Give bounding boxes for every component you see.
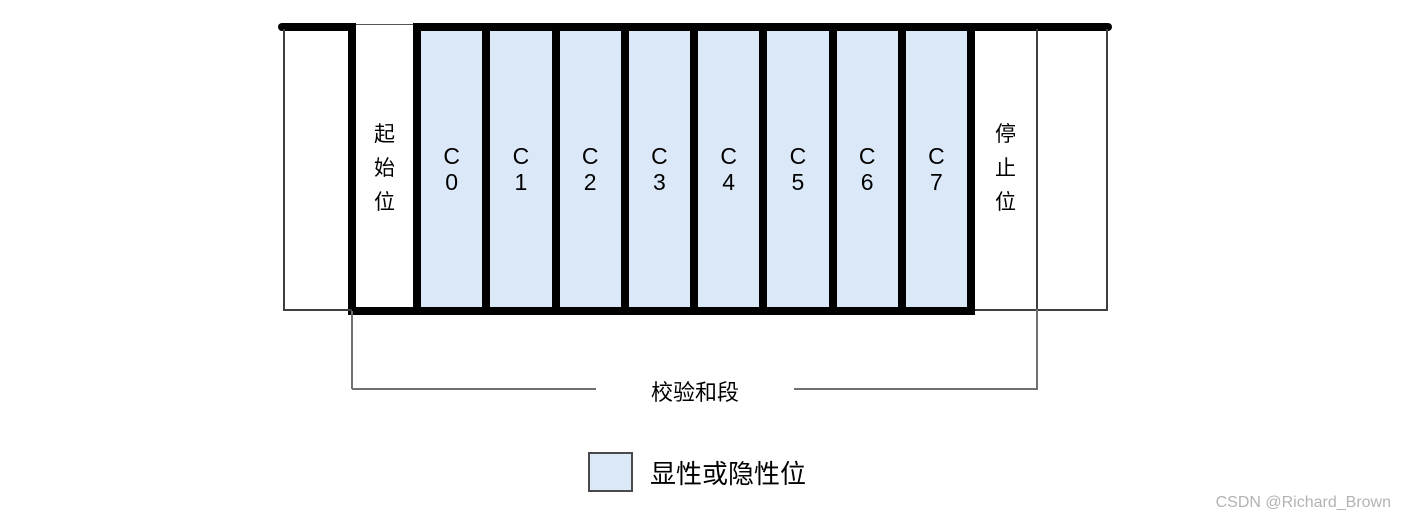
bit-letter: C — [651, 143, 668, 169]
bit-letter: C — [858, 143, 876, 169]
bit-digit: 6 — [860, 169, 874, 195]
stop-region-right-border — [1106, 29, 1108, 311]
legend: 显性或隐性位 — [588, 452, 806, 492]
legend-label: 显性或隐性位 — [650, 458, 807, 489]
bit-letter: C — [928, 143, 945, 169]
start-bit-cell: 起始位 — [356, 31, 413, 307]
bit-cell-c3: C 3 — [620, 31, 690, 307]
bit-letter: C — [581, 143, 599, 169]
bit-cell-c6: C 6 — [828, 31, 898, 307]
bit-cell-c1: C 1 — [482, 31, 552, 307]
waveform-top-line-right — [975, 23, 1112, 31]
idle-segment-bottom-border — [283, 309, 352, 311]
watermark: CSDN @Richard_Brown — [1215, 494, 1391, 511]
stop-region-divider — [1036, 29, 1038, 311]
stop-bit-cell: 停止位 — [975, 31, 1036, 307]
stop-bit-label: 停止位 — [995, 123, 1016, 214]
bit-digit: 0 — [445, 169, 459, 195]
bit-letter: C — [443, 143, 460, 169]
bit-digit: 7 — [929, 169, 943, 195]
bit-cell-c5: C 5 — [759, 31, 829, 307]
bit-cell-c7: C 7 — [897, 31, 967, 307]
bit-digit: 5 — [791, 169, 805, 195]
bit-digit: 3 — [652, 169, 666, 195]
bit-cell-c4: C 4 — [690, 31, 760, 307]
stop-region-bottom-border — [975, 309, 1108, 311]
start-bit-top-thin-line — [352, 24, 418, 25]
checksum-bracket-right-leg — [1036, 309, 1038, 389]
bit-cell-c2: C 2 — [551, 31, 621, 307]
idle-segment-left-border — [283, 29, 285, 311]
checksum-bracket: 校验和段 — [352, 375, 1038, 407]
start-bit-falling-edge — [348, 23, 356, 315]
bit-letter: C — [720, 143, 737, 169]
waveform-top-line-left — [278, 23, 356, 31]
checksum-segment-label: 校验和段 — [595, 375, 794, 407]
checksum-bracket-left-leg — [351, 311, 353, 389]
bit-digit: 4 — [722, 169, 736, 195]
start-bit-label: 起始位 — [374, 123, 395, 214]
bit-digit: 1 — [514, 169, 528, 195]
legend-color-swatch — [588, 452, 633, 492]
bit-cell-c0: C 0 — [421, 31, 483, 307]
data-bits-row: C 0 C 1 C 2 C 3 C 4 C 5 C 6 C 7 — [413, 23, 975, 315]
bit-letter: C — [512, 143, 530, 169]
bit-digit: 2 — [583, 169, 597, 195]
waveform-bottom-line-left — [348, 307, 421, 315]
bit-letter: C — [789, 143, 807, 169]
